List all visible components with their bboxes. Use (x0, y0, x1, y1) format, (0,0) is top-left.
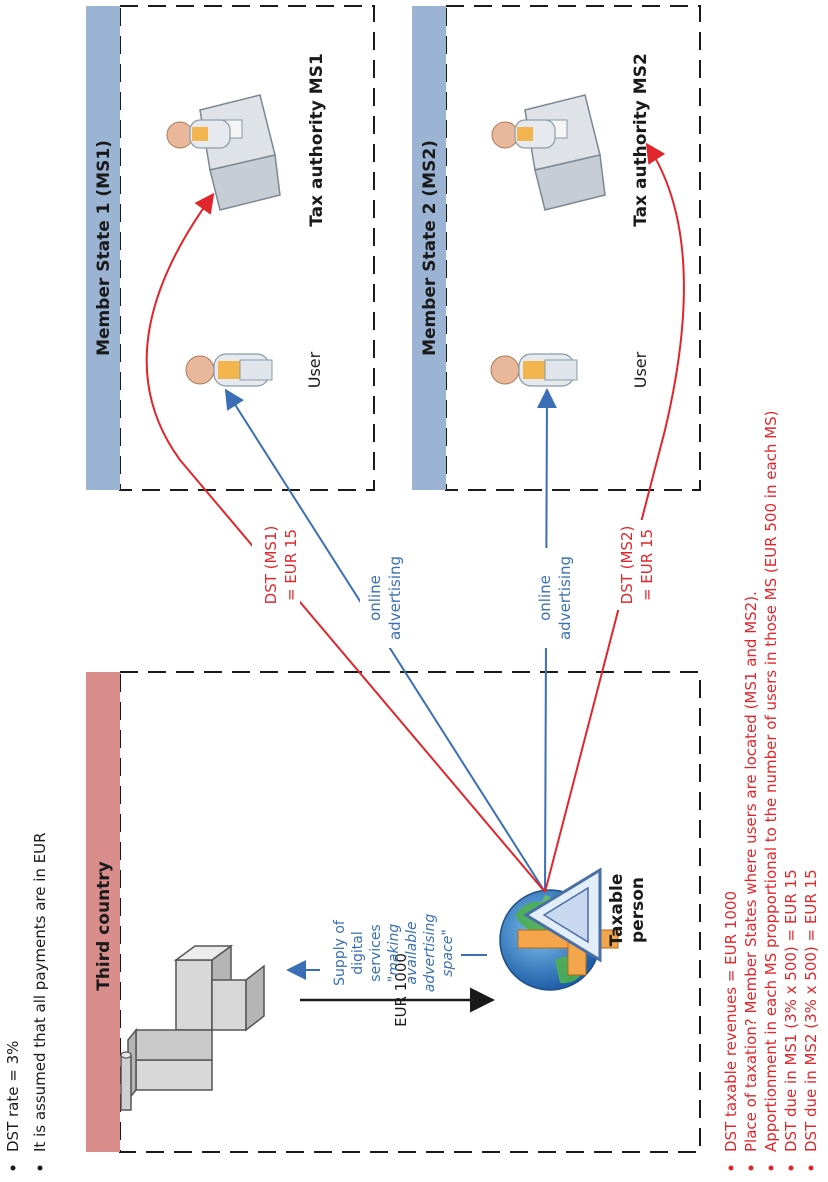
svg-text:advertising: advertising (422, 914, 438, 993)
ms2-header-bar (412, 6, 446, 490)
bottom-note-1: DST taxable revenues = EUR 1000 (722, 891, 740, 1152)
ms1-header: Member State 1 (MS1) (94, 140, 114, 356)
dst-ms2-label: DST (MS2) = EUR 15 (618, 526, 656, 605)
svg-text:Supply of: Supply of (332, 919, 348, 986)
bottom-note-3: Apportionment in each MS propportional t… (762, 411, 780, 1152)
svg-text:services: services (368, 924, 384, 981)
svg-text:advertising: advertising (386, 556, 404, 640)
taxable-person-label-line2: person (628, 877, 648, 943)
bottom-note-bullet (808, 1165, 814, 1171)
svg-text:= EUR 15: = EUR 15 (282, 529, 300, 601)
globe-icon (499, 867, 619, 991)
ms2-region: Member State 2 (MS2) User Tax authority … (412, 5, 701, 491)
supply-text: Supply of digital services "making avail… (332, 914, 456, 993)
svg-text:"making: "making (386, 924, 402, 983)
dst-arrow-ms1 (145, 192, 546, 893)
payment-label: EUR 1000 (392, 953, 410, 1027)
bottom-note-5: DST due in MS2 (3% x 500) = EUR 15 (802, 869, 820, 1152)
advertising-ms1-label: online advertising (366, 556, 404, 640)
bottom-note-bullet (748, 1165, 754, 1171)
third-country-region: Third country EUR 1000 Supply of digital… (86, 671, 701, 1153)
bottom-notes: DST taxable revenues = EUR 1000 Place of… (722, 411, 820, 1171)
ms2-user-label: User (631, 351, 650, 388)
svg-text:= EUR 15: = EUR 15 (638, 529, 656, 601)
ms1-user-label: User (305, 351, 324, 388)
bottom-note-4: DST due in MS1 (3% x 500) = EUR 15 (782, 869, 800, 1152)
ms2-tax-authority-icon (491, 94, 606, 211)
note-payments-eur: It is assumed that all payments are in E… (31, 832, 49, 1152)
ms1-border (119, 5, 375, 491)
note-bullet (37, 1165, 43, 1171)
note-bullet (10, 1165, 16, 1171)
dst-ms1-label: DST (MS1) = EUR 15 (262, 526, 300, 605)
dst-arrow-ms2 (544, 142, 685, 893)
svg-text:space": space" (440, 929, 456, 977)
ms2-tax-authority-label: Tax authority MS2 (631, 53, 651, 227)
svg-text:available: available (404, 921, 420, 984)
bottom-note-bullet (788, 1165, 794, 1171)
note-dst-rate: DST rate = 3% (4, 1041, 22, 1152)
svg-text:advertising: advertising (556, 556, 574, 640)
ms1-user-icon (185, 353, 273, 387)
svg-text:DST (MS1): DST (MS1) (262, 526, 280, 605)
bottom-note-bullet (728, 1165, 734, 1171)
svg-text:digital: digital (350, 931, 366, 975)
bottom-note-2: Place of taxation? Member States where u… (742, 591, 760, 1152)
ms1-region: Member State 1 (MS1) User Tax authority … (86, 5, 375, 491)
ms1-tax-authority-label: Tax authority MS1 (307, 53, 327, 227)
svg-text:DST (MS2): DST (MS2) (618, 526, 636, 605)
ms1-tax-authority-icon (166, 94, 281, 211)
factory-icon (120, 944, 265, 1111)
taxable-person-label-line1: Taxable (607, 874, 627, 947)
ms2-user-icon (490, 353, 578, 387)
third-country-header: Third country (94, 861, 114, 991)
advertising-ms2-label: online advertising (536, 556, 574, 640)
flow-arrows (145, 142, 685, 893)
top-notes: DST rate = 3% It is assumed that all pay… (4, 832, 49, 1171)
ms2-border (445, 5, 701, 491)
svg-text:online: online (536, 575, 554, 621)
ms1-header-bar (86, 6, 120, 490)
svg-text:online: online (366, 575, 384, 621)
ms2-header: Member State 2 (MS2) (420, 140, 440, 356)
third-country-header-bar (86, 672, 120, 1152)
bottom-note-bullet (768, 1165, 774, 1171)
